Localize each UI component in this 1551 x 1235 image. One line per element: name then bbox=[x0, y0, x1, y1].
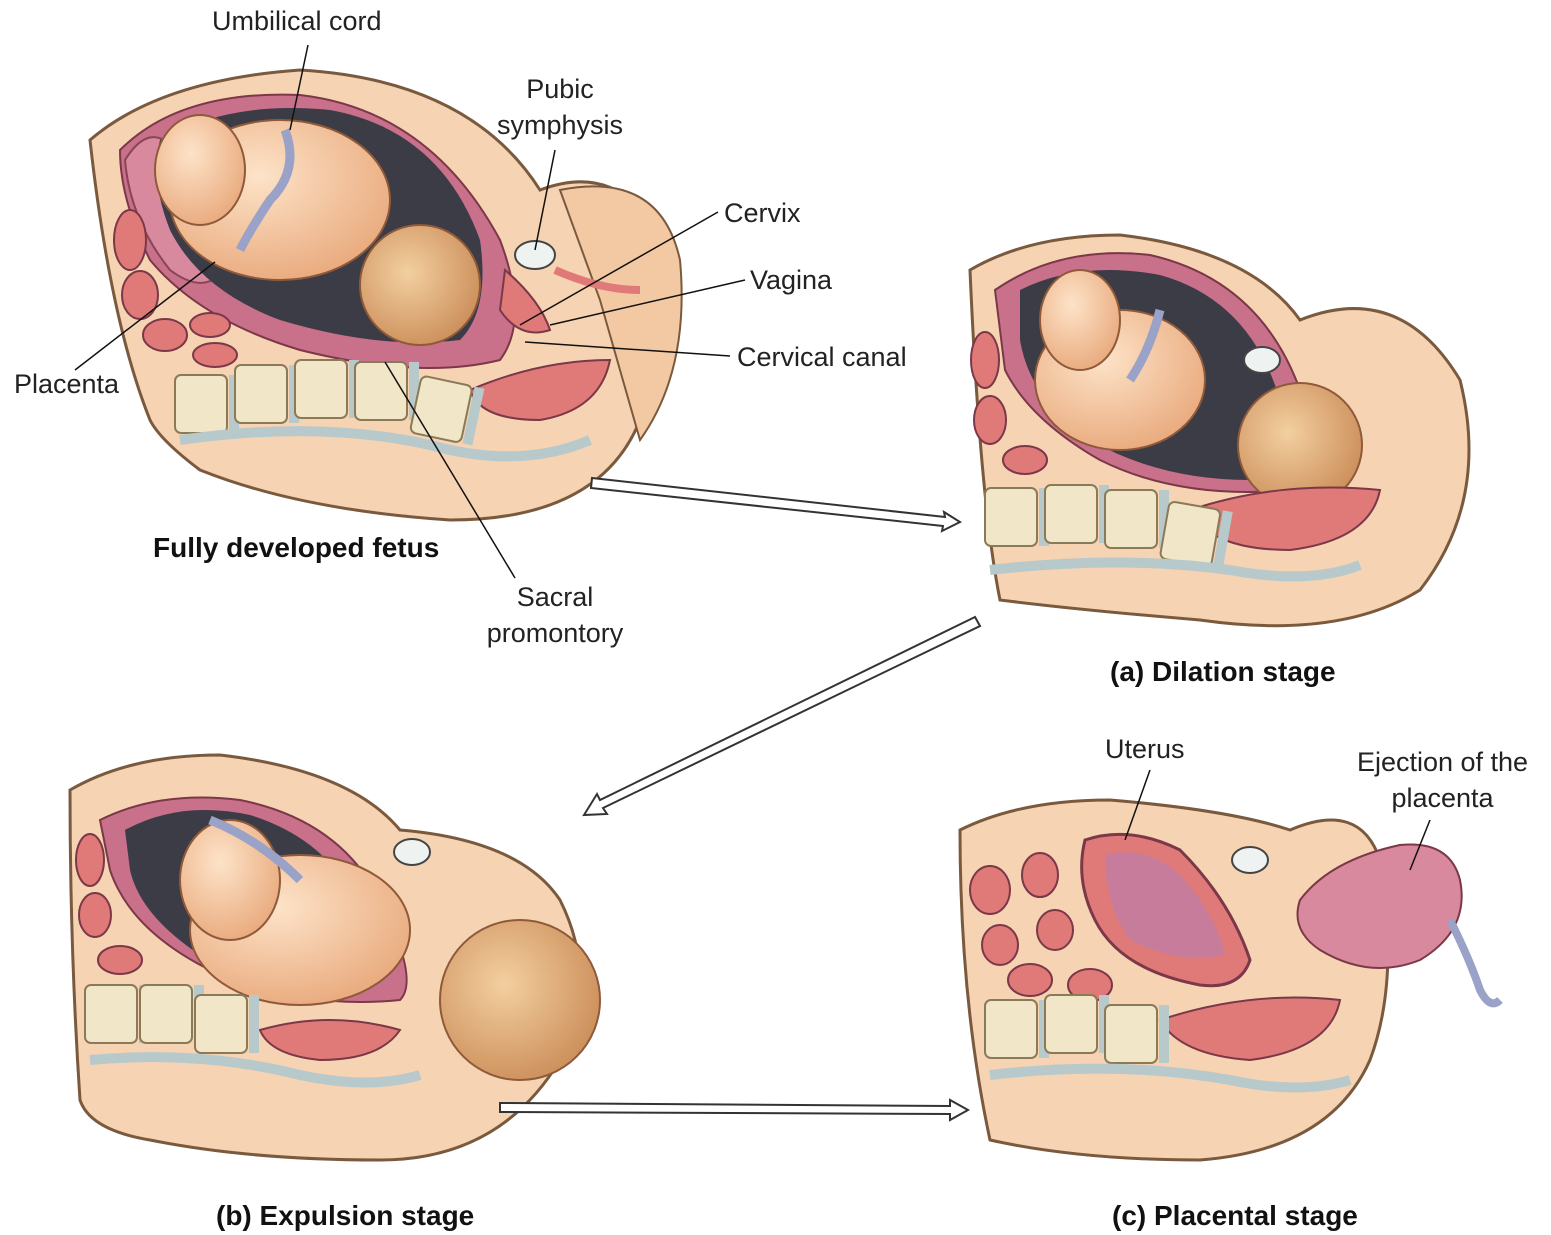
cervical-canal-label: Cervical canal bbox=[737, 340, 907, 376]
pubic-symphysis bbox=[515, 241, 555, 269]
arrow-to-dilation bbox=[591, 478, 960, 531]
sacral-promontory-label: Sacral promontory bbox=[470, 580, 640, 651]
vagina-label: Vagina bbox=[750, 263, 832, 299]
sacral-line-2: promontory bbox=[470, 616, 640, 652]
fetus-legs bbox=[1040, 270, 1120, 370]
placenta-cord bbox=[1450, 920, 1500, 1003]
expulsion-title: (b) Expulsion stage bbox=[216, 1198, 474, 1235]
pubic-symphysis bbox=[394, 839, 430, 865]
pubic-symphysis bbox=[1244, 347, 1280, 373]
expulsion-panel bbox=[70, 755, 600, 1160]
placental-panel bbox=[960, 770, 1500, 1160]
arrow-to-expulsion bbox=[584, 617, 980, 815]
ejection-line-2: placenta bbox=[1340, 781, 1545, 817]
fetus-panel bbox=[75, 45, 745, 578]
ejection-line-1: Ejection of the bbox=[1340, 745, 1545, 781]
dilation-panel bbox=[970, 235, 1469, 626]
umbilical-cord-label: Umbilical cord bbox=[212, 4, 382, 40]
fetus-legs bbox=[180, 820, 280, 940]
fetus-title: Fully developed fetus bbox=[153, 530, 439, 567]
placental-title: (c) Placental stage bbox=[1112, 1198, 1358, 1235]
pubic-symphysis-label: Pubic symphysis bbox=[480, 72, 640, 143]
pubic-symphysis bbox=[1232, 847, 1268, 873]
fetus-head bbox=[440, 920, 600, 1080]
uterus-label: Uterus bbox=[1105, 732, 1185, 768]
fetus-head bbox=[360, 225, 480, 345]
pubic-symphysis-line-1: Pubic bbox=[480, 72, 640, 108]
pubic-symphysis-line-2: symphysis bbox=[480, 108, 640, 144]
placenta-label: Placenta bbox=[14, 367, 119, 403]
fetus-legs bbox=[155, 115, 245, 225]
sacral-line-1: Sacral bbox=[470, 580, 640, 616]
arrow-to-placental bbox=[500, 1100, 968, 1120]
dilation-title: (a) Dilation stage bbox=[1110, 654, 1336, 691]
cervix-label: Cervix bbox=[724, 196, 801, 232]
ejection-label: Ejection of the placenta bbox=[1340, 745, 1545, 816]
